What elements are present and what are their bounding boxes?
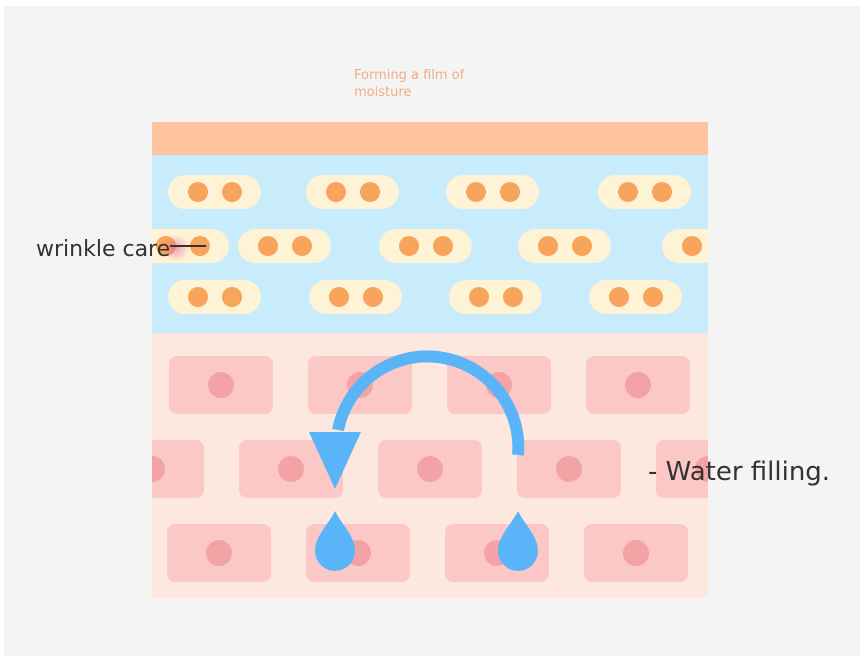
epidermis-cell — [518, 229, 611, 263]
epidermis-cell — [168, 280, 261, 314]
epidermis-cells — [152, 175, 708, 314]
epidermis-cell — [449, 280, 542, 314]
water-filling-label: - Water filling. — [648, 457, 831, 487]
epidermis-cell — [598, 175, 691, 209]
dermis-cell — [378, 440, 482, 498]
epidermis-cell — [446, 175, 539, 209]
wrinkle-care-marker — [162, 234, 190, 262]
dermis-cell — [586, 356, 690, 414]
dermis-cell — [584, 524, 688, 582]
dermis-cell — [167, 524, 271, 582]
moisture-film-caption: Forming a film of moisture — [354, 68, 465, 100]
dermis-cells — [152, 356, 708, 582]
wrinkle-care-label: wrinkle care — [36, 237, 171, 262]
epidermis-cell — [379, 229, 472, 263]
epidermis-cell — [306, 175, 399, 209]
dermis-cell — [517, 440, 621, 498]
dermis-cell — [656, 440, 708, 498]
epidermis-cell — [168, 175, 261, 209]
water-drop-icon — [498, 511, 538, 571]
epidermis-cell — [238, 229, 331, 263]
epidermis-cell — [662, 229, 708, 263]
water-drop-icon — [315, 511, 355, 571]
epidermis-cell — [309, 280, 402, 314]
dermis-cell — [152, 440, 204, 498]
epidermis-cell — [589, 280, 682, 314]
moisture-film-layer — [152, 122, 708, 155]
dermis-cell — [169, 356, 273, 414]
dermis-cell — [239, 440, 343, 498]
water-cycle-arrow — [309, 350, 525, 489]
